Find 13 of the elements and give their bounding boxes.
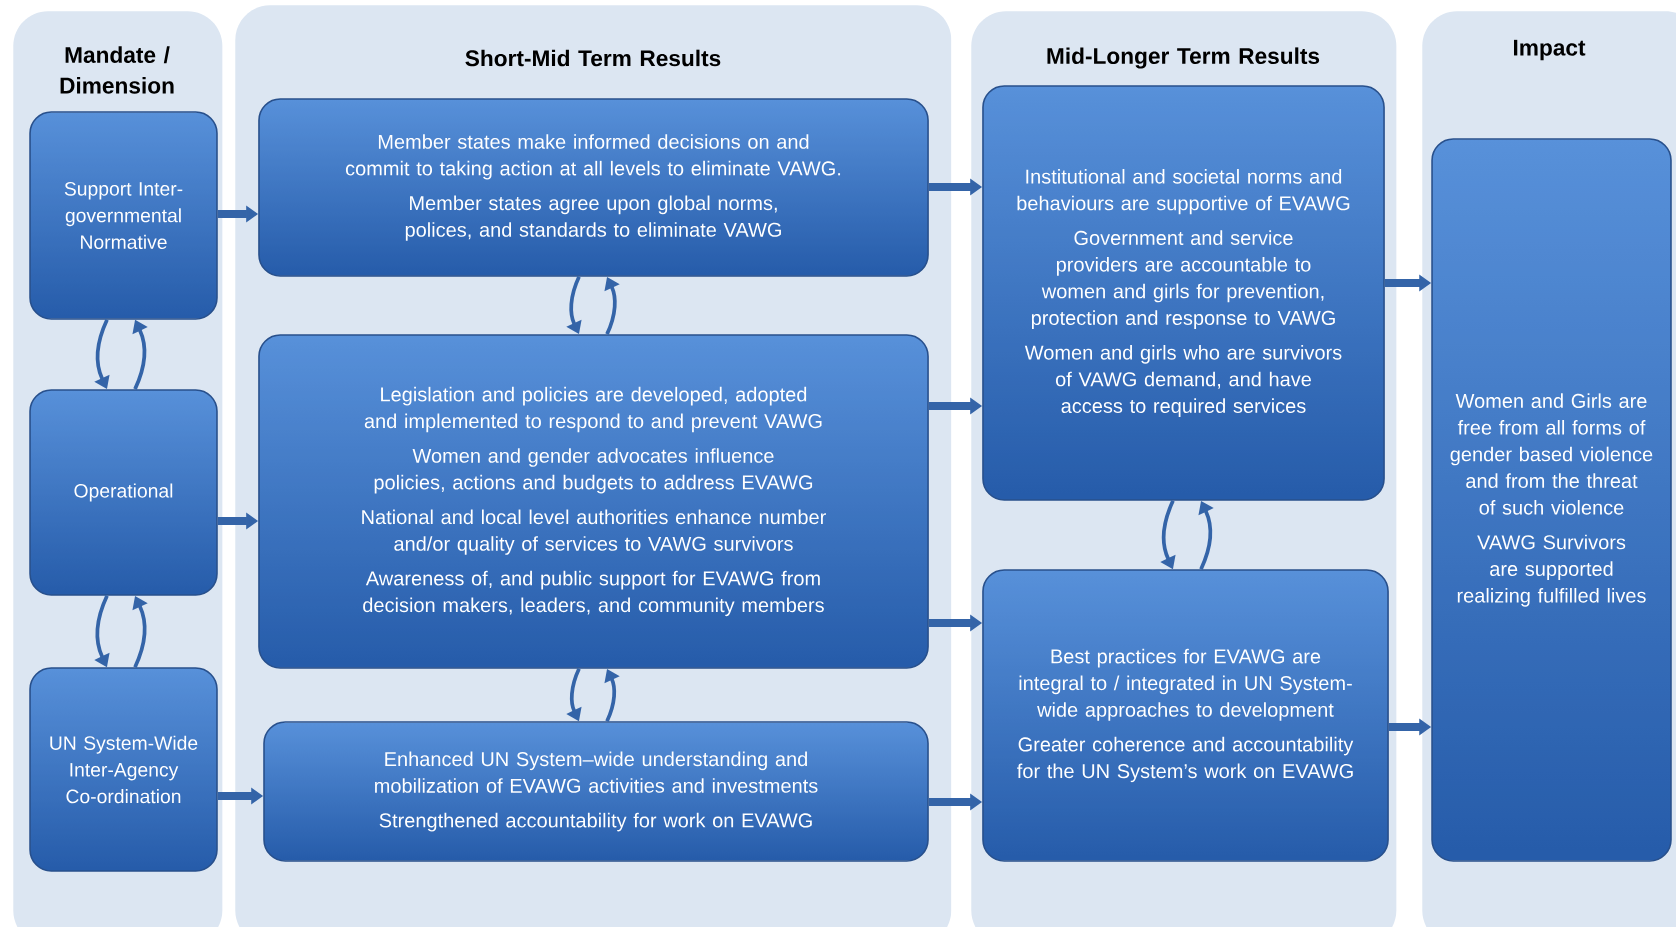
result-box: Best practices for EVAWG are integral to / integrated in UN System-wide approaches to development Greater coherence and accountability for the UN System’s work on EVAWG xyxy=(982,569,1389,862)
column-heading: Impact xyxy=(1514,39,1586,61)
result-box: Member states make informed decisions on and commit to taking action at all levels to eliminate VAWG. Member states agree upon global norms, polices, and standards to eliminate VAWG xyxy=(258,98,929,277)
column-heading: Short-Mid Term Results xyxy=(465,49,721,67)
result-box: UN System-Wide Inter-Agency Co-ordination xyxy=(29,667,218,872)
column-heading: Mandate / Dimension xyxy=(60,46,174,94)
column-heading: Mid-Longer Term Results xyxy=(1047,47,1320,69)
result-box: Operational xyxy=(29,389,218,596)
result-box: Women and Girls are free from all forms of gender based violence and from the threat of such violence VAWG Survivors are supported realizing fulfilled lives xyxy=(1431,138,1672,862)
result-box: Legislation and policies are developed, adopted and implemented to respond to and prevent VAWG Women and gender advocates influence policies, actions and budgets to address EVAWG National and local level authorities enhance number and/or quality of services to VAWG survivors Awareness of, and public support for EVAWG from decision makers, leaders, and community members xyxy=(258,334,929,669)
result-box: Enhanced UN System–wide understanding and mobilization of EVAWG activities and investments Strengthened accountability for work on EVAWG xyxy=(263,721,929,862)
result-box: Support Inter-governmental Normative xyxy=(29,111,218,320)
result-box: Institutional and societal norms and behaviours are supportive of EVAWG Government and service providers are accountable to women and girls for prevention, protection and response to VAWG Women and girls who are survivors of VAWG demand, and have access to required services xyxy=(982,85,1385,501)
